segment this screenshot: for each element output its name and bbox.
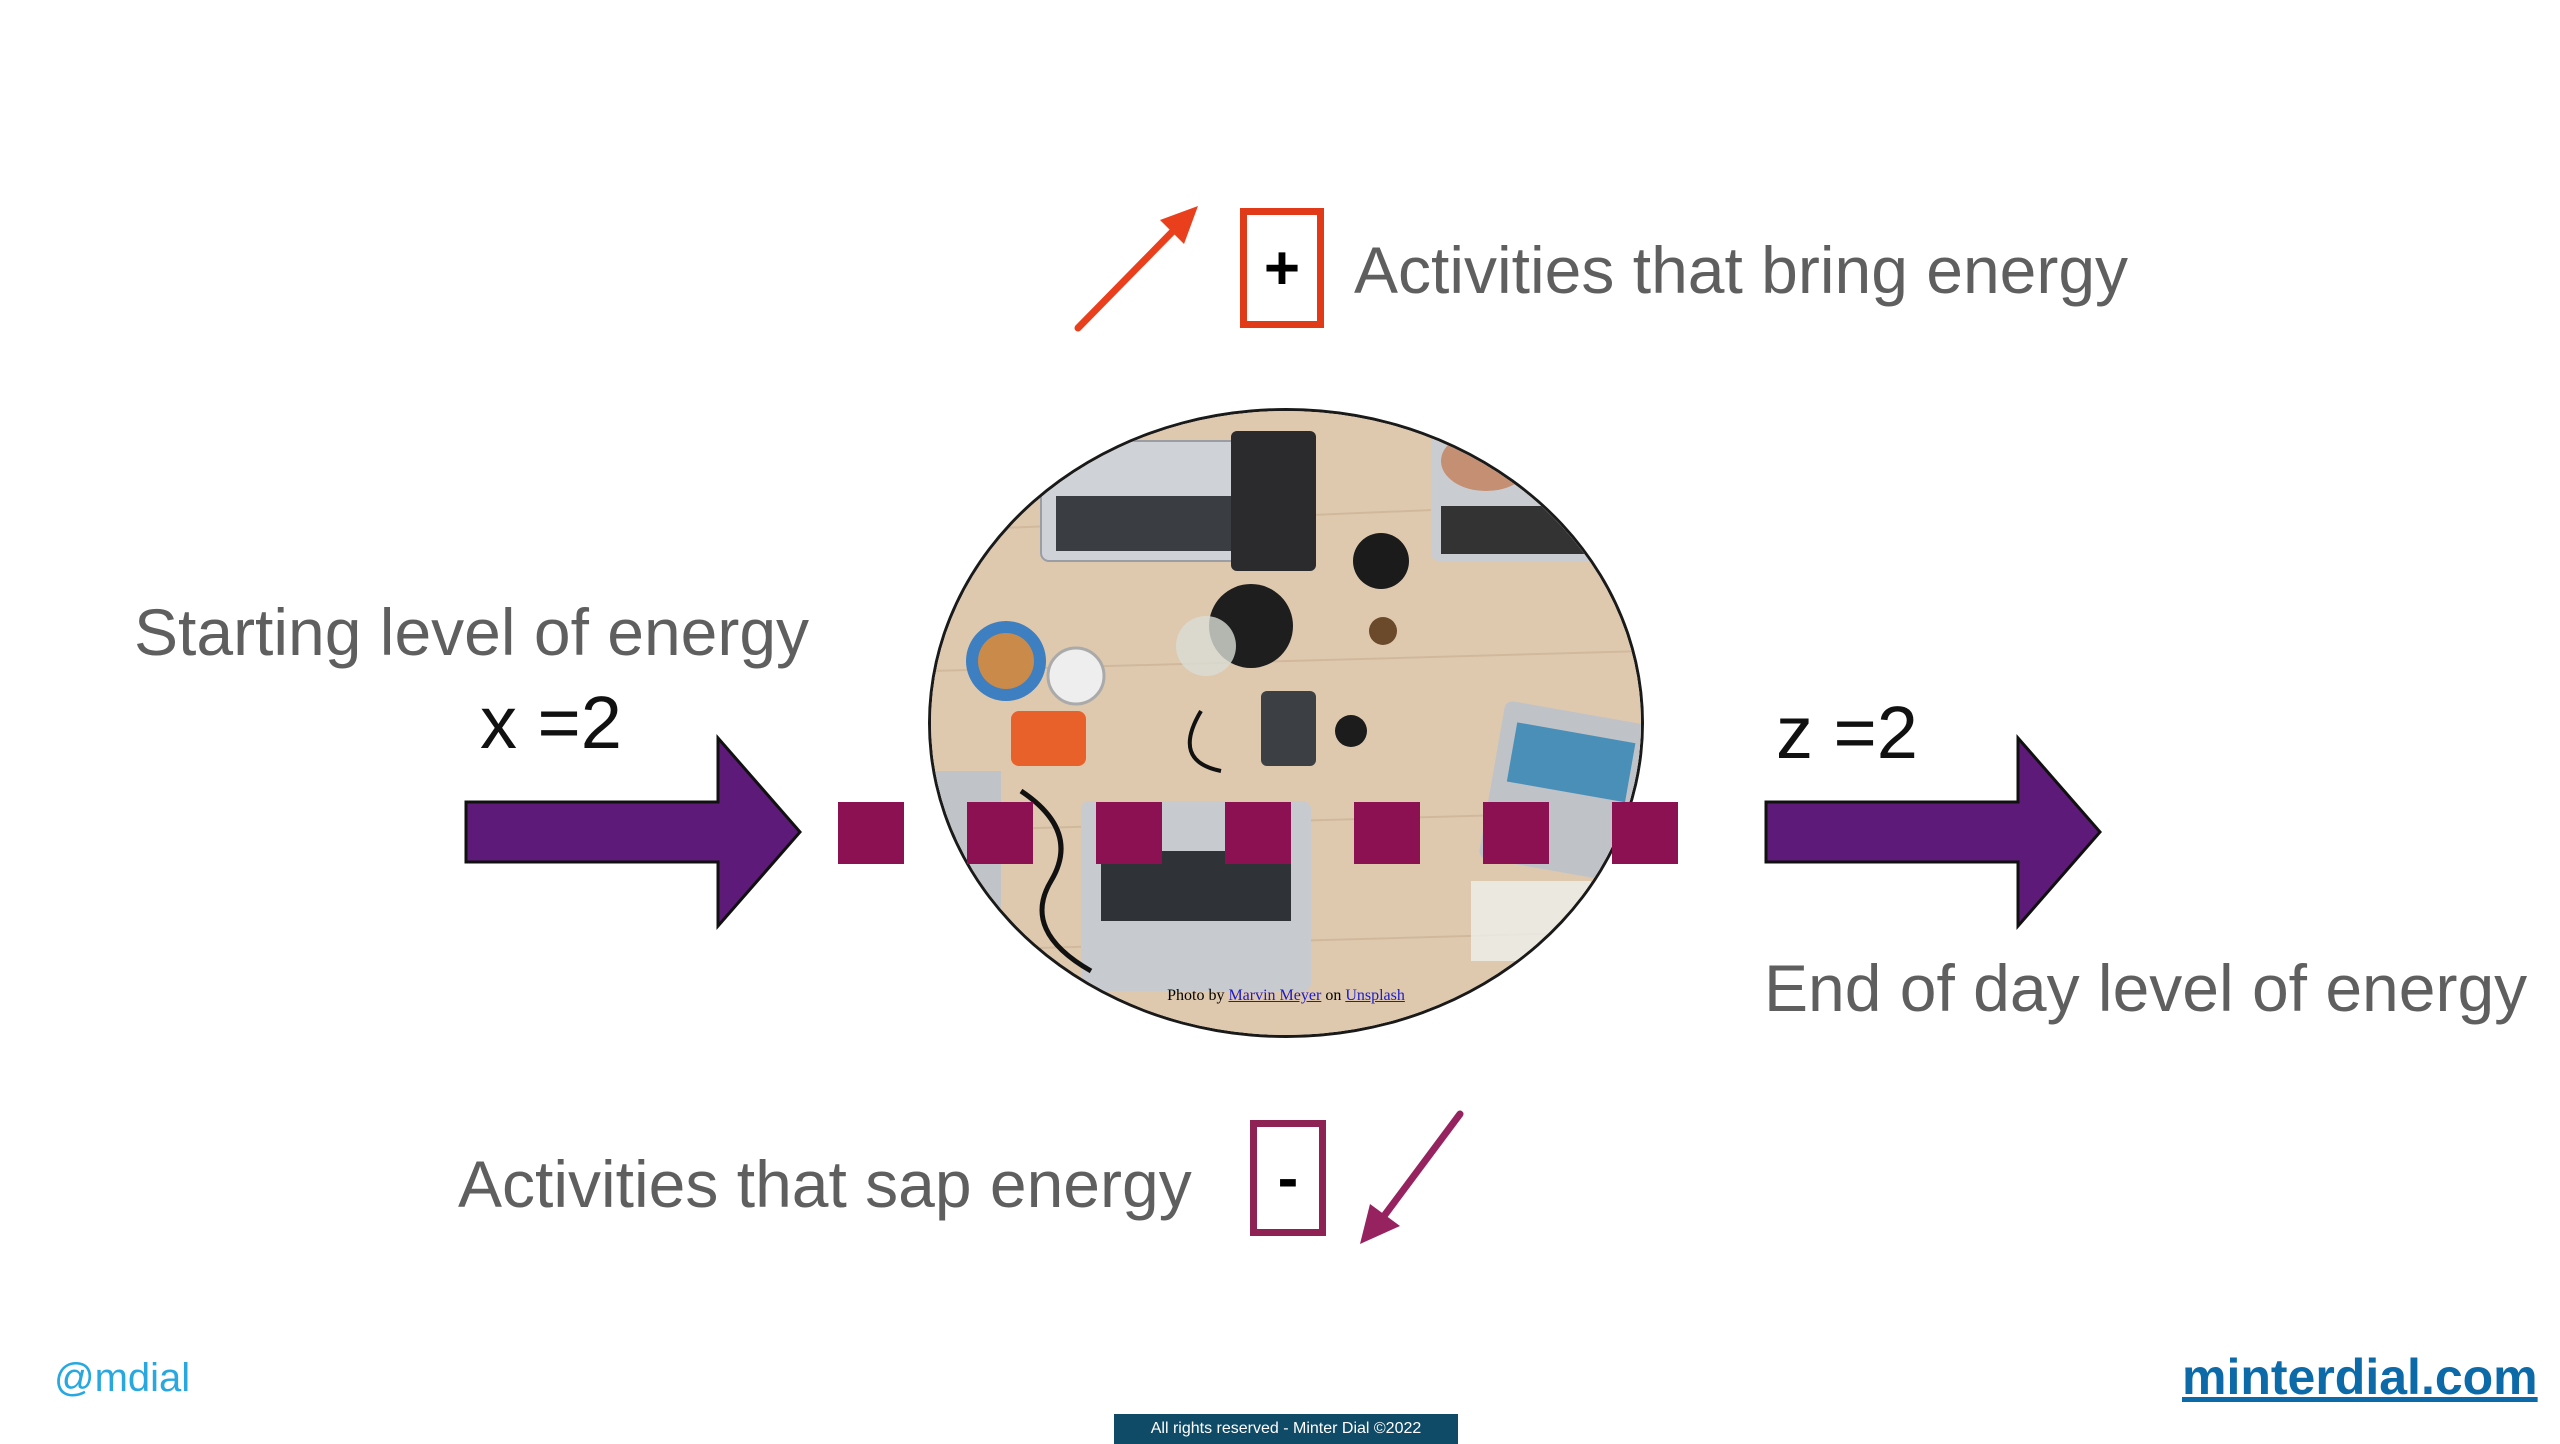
left-arrow-icon: [464, 733, 802, 931]
up-arrow-icon: [1074, 206, 1198, 332]
photo-credit-prefix: Photo by: [1167, 987, 1225, 1004]
sap-energy-label: Activities that sap energy: [458, 1147, 1192, 1221]
down-arrow-icon: [1360, 1110, 1464, 1244]
end-value: z =2: [1776, 691, 1918, 774]
photo-credit-source-link[interactable]: Unsplash: [1345, 987, 1405, 1004]
end-level-label: End of day level of energy: [1764, 951, 2528, 1025]
twitter-handle[interactable]: @mdial: [54, 1356, 191, 1400]
energy-dashed-line: [838, 802, 1678, 864]
plus-sign-box: +: [1240, 208, 1324, 328]
right-arrow-icon: [1764, 733, 2102, 931]
team-desk-photo: Photo by Marvin Meyer on Unsplash: [928, 408, 1644, 1038]
start-value: x =2: [480, 681, 622, 764]
photo-credit-middle: on: [1325, 987, 1342, 1004]
copyright-bar: All rights reserved - Minter Dial ©2022: [1114, 1414, 1458, 1444]
bring-energy-label: Activities that bring energy: [1354, 233, 2129, 307]
photo-credit-author-link[interactable]: Marvin Meyer: [1228, 987, 1322, 1004]
minus-sign: -: [1277, 1143, 1299, 1213]
plus-sign: +: [1263, 233, 1301, 303]
photo-credit: Photo by Marvin Meyer on Unsplash: [931, 987, 1641, 1005]
starting-level-label: Starting level of energy: [134, 595, 810, 669]
website-link[interactable]: minterdial.com: [2182, 1349, 2538, 1405]
minus-sign-box: -: [1250, 1120, 1326, 1236]
